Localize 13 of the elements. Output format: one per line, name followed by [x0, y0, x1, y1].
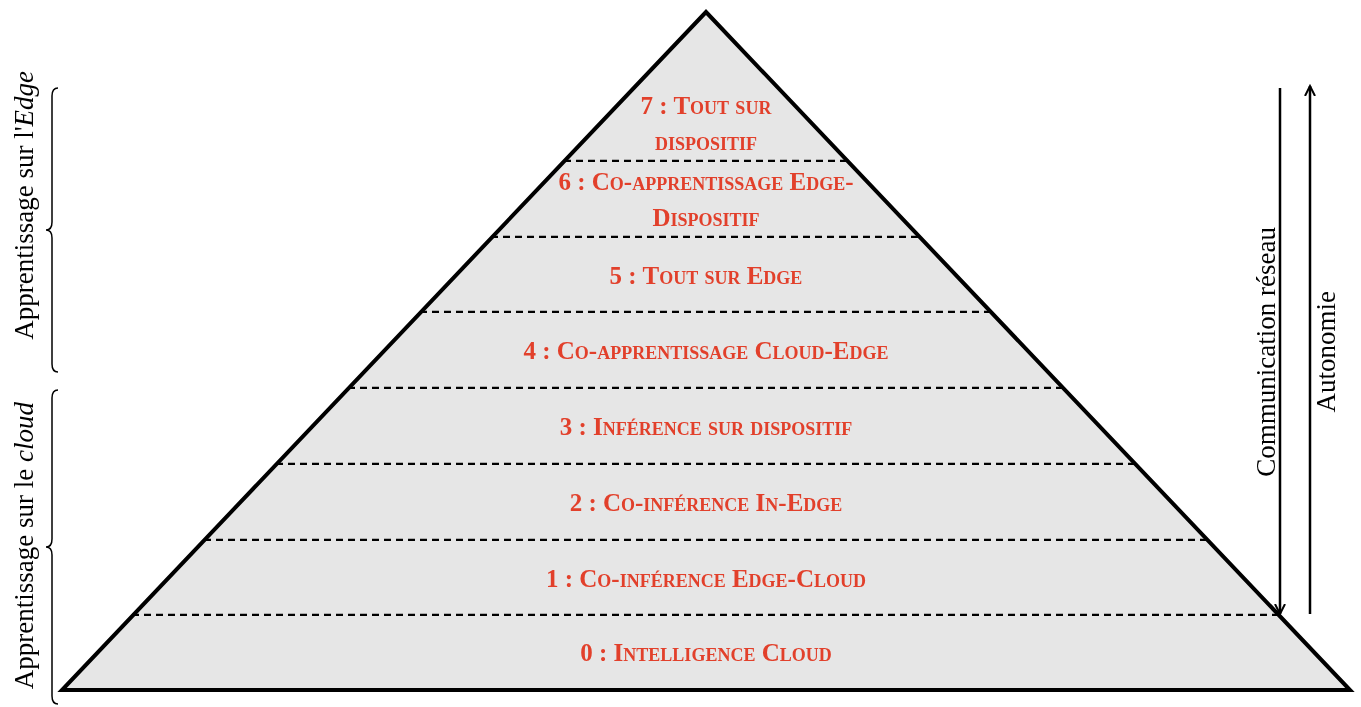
level-label: 3 : Inférence sur dispositif	[559, 412, 853, 442]
level-label: 4 : Co-apprentissage Cloud-Edge	[523, 336, 889, 366]
level-label: 1 : Co-inférence Edge-Cloud	[545, 563, 866, 594]
level-label: 5 : Tout sur Edge	[609, 260, 803, 291]
brace-label: Apprentissage sur le cloud	[8, 401, 40, 689]
level-label: 6 : Co-apprentissage Edge-Dispositif	[557, 167, 855, 233]
level-label: 7 : Tout sur dispositif	[639, 91, 773, 157]
brace-label: Apprentissage sur l'Edge	[8, 70, 40, 340]
axis-label: Autonomie	[1310, 291, 1342, 413]
pyramid-level	[420, 238, 992, 313]
level-label: 2 : Co-inférence In-Edge	[569, 488, 843, 518]
level-label: 0 : Intelligence Cloud	[580, 638, 832, 668]
axis-label: Communication réseau	[1250, 227, 1282, 477]
